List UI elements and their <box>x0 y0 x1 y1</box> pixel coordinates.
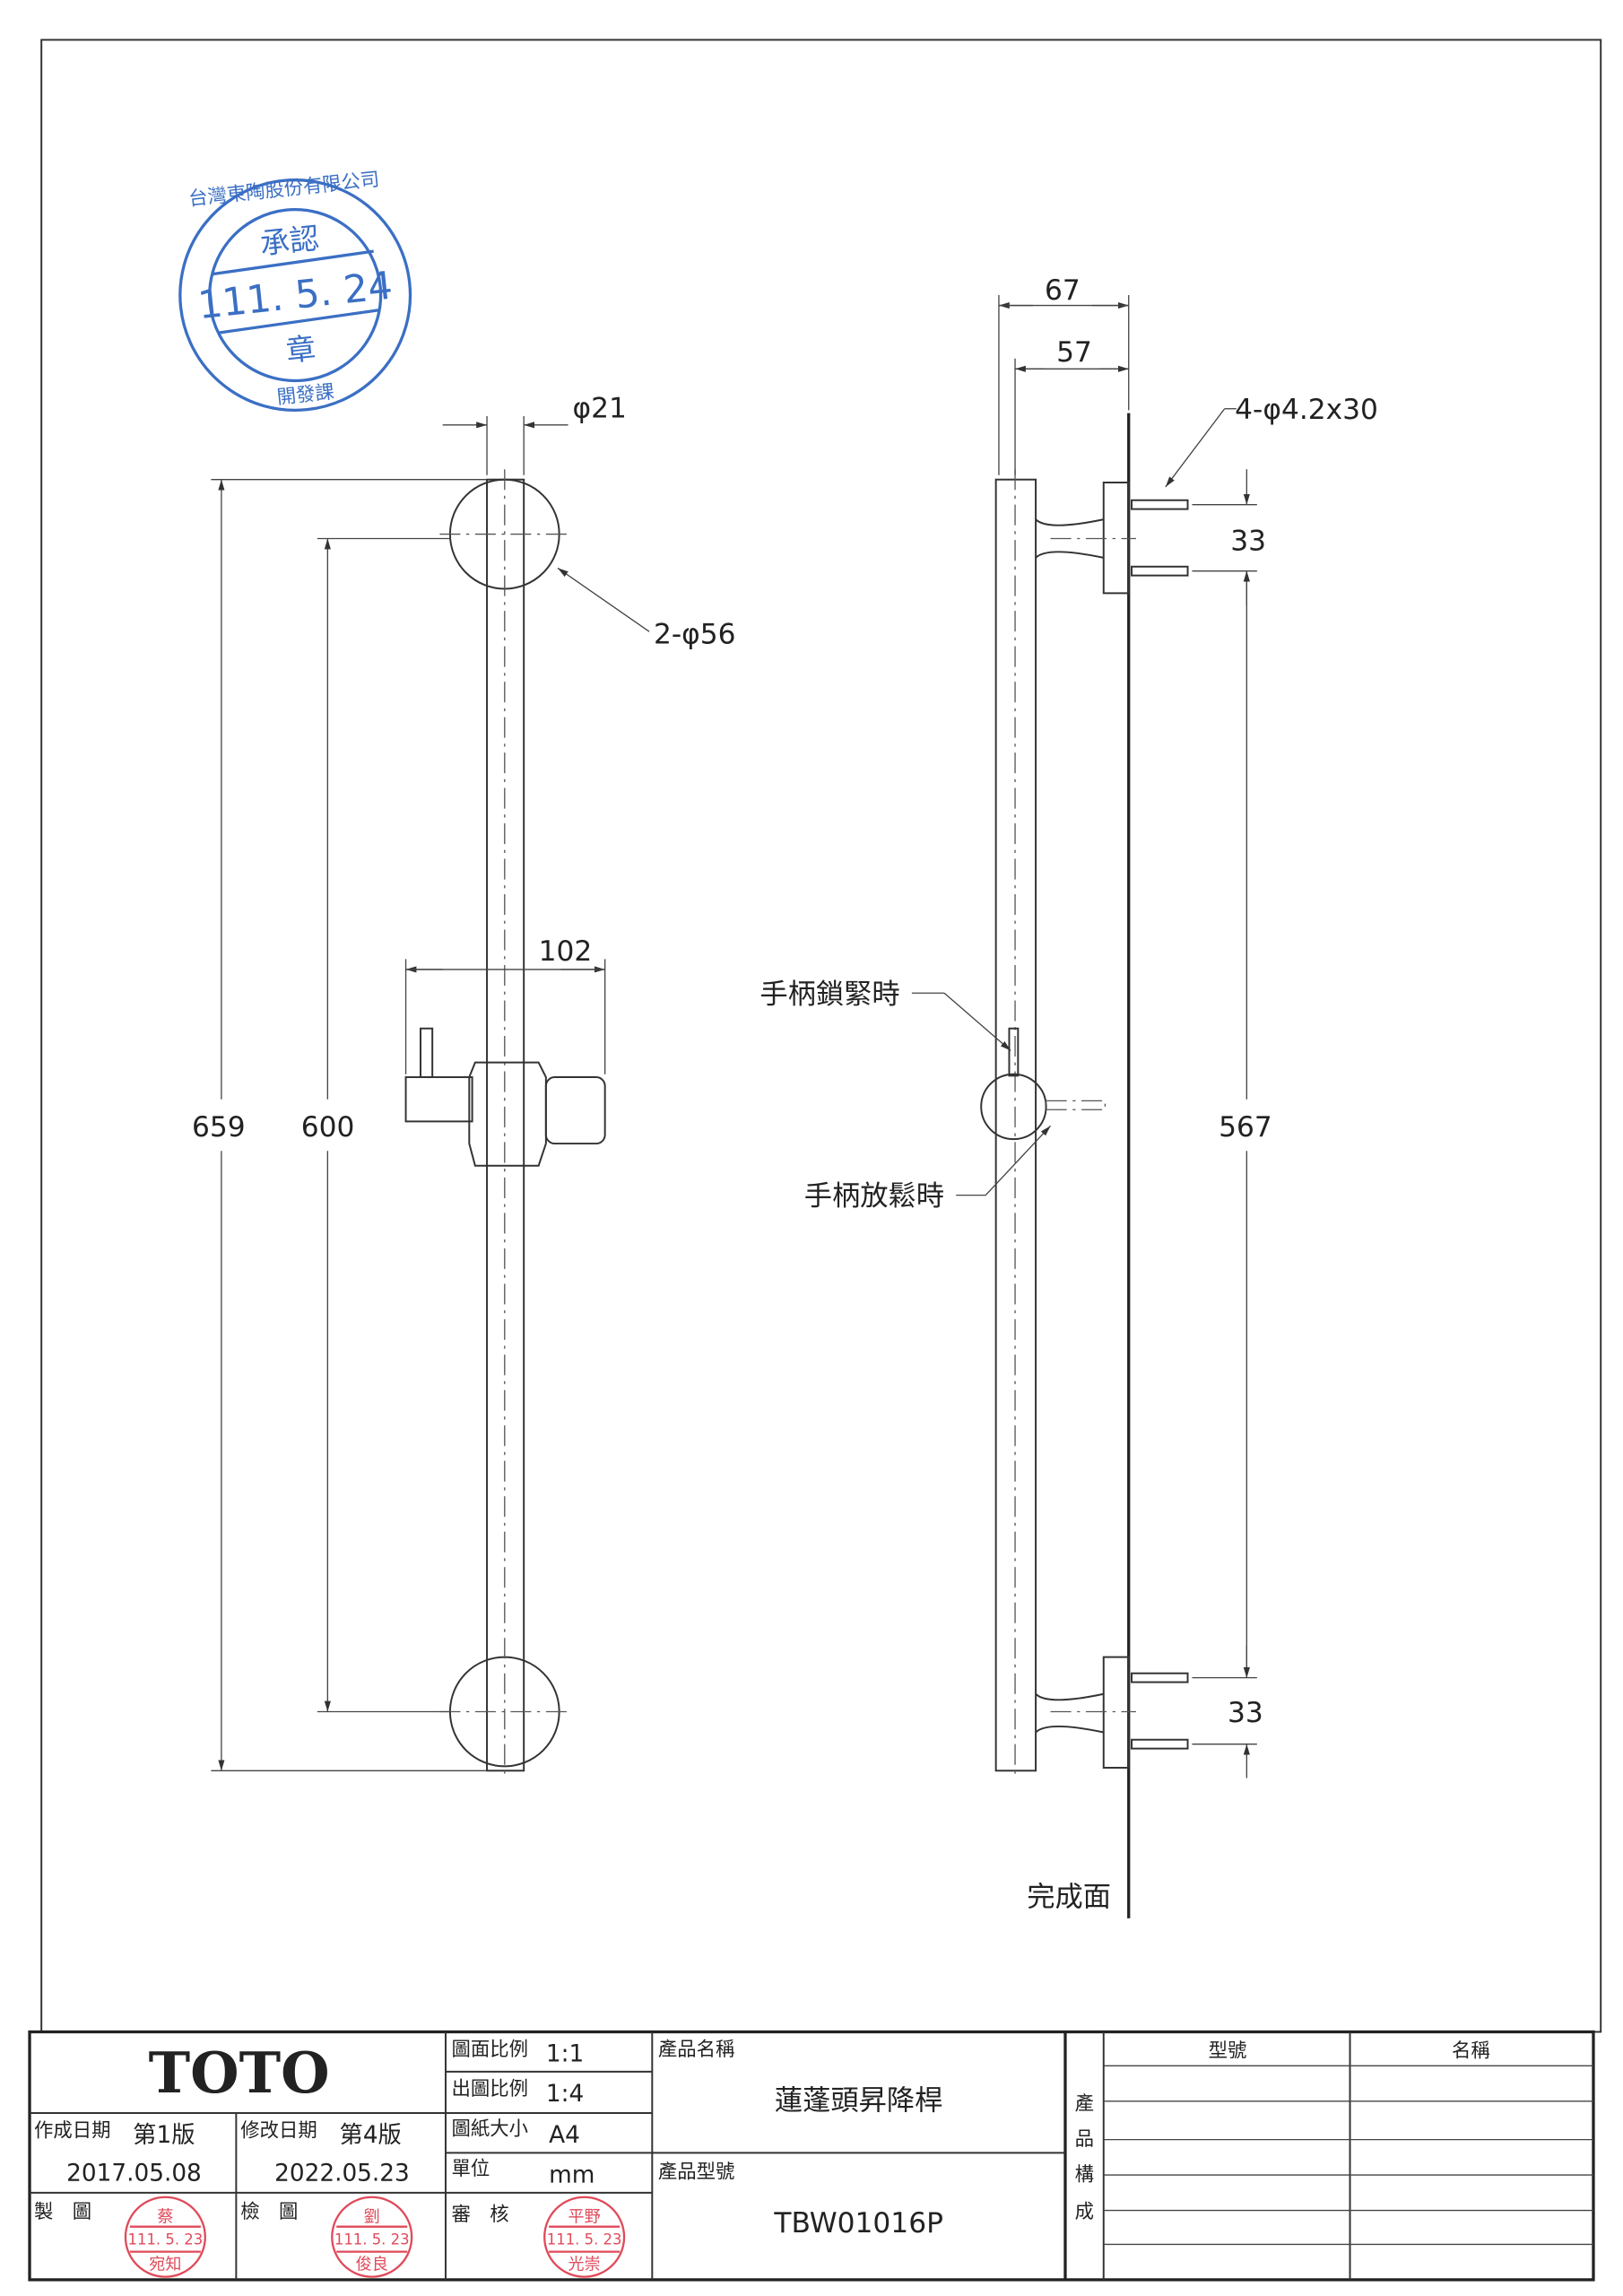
checked-label: 檢 圖 <box>240 2201 298 2223</box>
approval-stamp: 台灣東陶股份有限公司 承認 111. 5. 24 章 開發課 <box>178 169 412 413</box>
handle-released-note: 手柄放鬆時 <box>804 1180 944 1213</box>
overall-length-dim: 659 <box>192 1111 246 1144</box>
drawn-stamp-date: 111. 5. 23 <box>128 2231 204 2248</box>
composition-header-name: 名稱 <box>1452 2039 1490 2062</box>
created-date: 2017.05.08 <box>66 2161 202 2187</box>
drawing-scale: 1:1 <box>546 2040 584 2067</box>
created-version: 第1版 <box>133 2122 195 2149</box>
product-model: TBW01016P <box>773 2207 943 2239</box>
drawing-scale-label: 圖面比例 <box>452 2039 529 2061</box>
product-model-label: 產品型號 <box>658 2161 735 2183</box>
product-name: 蓮蓬頭昇降桿 <box>775 2085 943 2118</box>
finished-surface-note: 完成面 <box>1027 1882 1111 1914</box>
mount-spacing-dim: 600 <box>301 1111 355 1144</box>
rod-diameter-dim: φ21 <box>572 393 626 425</box>
front-view: φ21 2-φ56 102 659 600 <box>192 393 736 1779</box>
paper-size-label: 圖紙大小 <box>452 2118 529 2141</box>
composition-label-char: 品 <box>1075 2128 1094 2151</box>
slider-width-dim: 102 <box>539 935 593 968</box>
checked-stamp-name: 俊良 <box>356 2255 388 2274</box>
revised-label: 修改日期 <box>240 2119 317 2142</box>
reviewed-stamp-name: 光崇 <box>568 2255 601 2274</box>
drawn-label: 製 圖 <box>34 2201 91 2223</box>
print-scale-label: 出圖比例 <box>452 2078 529 2100</box>
created-label: 作成日期 <box>34 2119 110 2142</box>
paper-size: A4 <box>549 2122 580 2149</box>
composition-header-model: 型號 <box>1209 2039 1247 2062</box>
reviewed-label: 審 核 <box>452 2204 509 2226</box>
depth-overall-dim: 67 <box>1045 274 1081 307</box>
checked-stamp-date: 111. 5. 23 <box>334 2231 410 2248</box>
drawn-stamp-name: 宛知 <box>149 2255 181 2274</box>
reviewed-stamp-surname: 平野 <box>568 2208 601 2227</box>
toto-logo: TOTO <box>149 2039 330 2106</box>
title-block: TOTO 圖面比例 1:1 出圖比例 1:4 圖紙大小 A4 單位 mm 審 核… <box>28 2030 1595 2282</box>
handle-locked-note: 手柄鎖緊時 <box>759 978 899 1011</box>
depth-rod-dim: 57 <box>1056 336 1092 369</box>
composition-label-char: 成 <box>1075 2201 1094 2223</box>
side-view: 67 57 4-φ4.2x30 33 567 33 手柄鎖緊時 手柄放鬆時 完成… <box>759 274 1378 1918</box>
revised-version: 第4版 <box>340 2122 402 2149</box>
flange-diameter-dim: 2-φ56 <box>654 618 736 650</box>
checked-by-stamp: 劉 111. 5. 23 俊良 <box>331 2196 413 2278</box>
unit: mm <box>549 2161 595 2188</box>
screws-dim: 4-φ4.2x30 <box>1235 394 1378 426</box>
drawn-stamp-surname: 蔡 <box>157 2208 173 2227</box>
revised-date: 2022.05.23 <box>274 2161 410 2187</box>
screw-spacing-top-dim: 33 <box>1230 526 1266 558</box>
approval-stamp-title: 承認 <box>258 221 320 262</box>
screw-spacing-bottom-dim: 33 <box>1228 1697 1263 1729</box>
screw-spacing-mid-dim: 567 <box>1219 1111 1272 1144</box>
approval-stamp-seal: 章 <box>284 330 317 368</box>
drawing-border <box>40 39 1602 2033</box>
product-name-label: 產品名稱 <box>658 2039 735 2061</box>
print-scale: 1:4 <box>546 2081 584 2108</box>
reviewed-by-stamp: 平野 111. 5. 23 光崇 <box>543 2196 626 2278</box>
unit-label: 單位 <box>452 2158 490 2180</box>
checked-stamp-surname: 劉 <box>364 2208 380 2227</box>
approval-stamp-company: 台灣東陶股份有限公司 <box>187 169 380 211</box>
composition-label-char: 構 <box>1075 2164 1094 2187</box>
drawn-by-stamp: 蔡 111. 5. 23 宛知 <box>124 2196 206 2278</box>
composition-label-char: 產 <box>1075 2093 1094 2116</box>
reviewed-stamp-date: 111. 5. 23 <box>547 2231 622 2248</box>
